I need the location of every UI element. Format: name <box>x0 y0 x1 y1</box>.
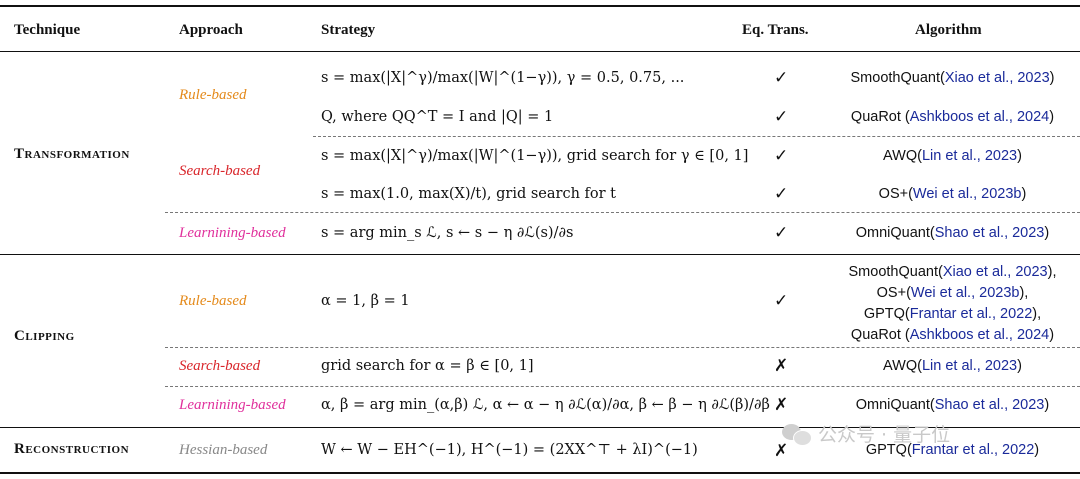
approach-search-based-clipping: Search-based <box>179 358 261 374</box>
top-rule <box>0 5 1080 7</box>
divider-trans-2 <box>165 212 1080 213</box>
eq-mark-row-4: ✓ <box>774 184 789 204</box>
technique-reconstruction: Reconstruction <box>14 441 130 457</box>
header-rule <box>0 51 1080 52</box>
approach-hessian-based: Hessian-based <box>179 442 268 458</box>
wechat-icon <box>782 422 812 446</box>
algorithm-row-8: OmniQuant(Shao et al., 2023) <box>855 397 1050 413</box>
algorithm-row-6-line-1: SmoothQuant(Xiao et al., 2023), <box>848 264 1057 280</box>
eq-mark-row-5: ✓ <box>774 223 789 243</box>
algorithm-row-6: SmoothQuant(Xiao et al., 2023), OS+(Wei … <box>825 262 1080 346</box>
eq-mark-row-7: ✗ <box>774 356 789 376</box>
eq-mark-row-1: ✓ <box>774 68 789 88</box>
eq-mark-row-2: ✓ <box>774 107 789 127</box>
eq-mark-row-6: ✓ <box>774 291 789 311</box>
strategy-row-4: s = max(1.0, max(X)/t), grid search for … <box>321 186 616 202</box>
eq-mark-row-9: ✗ <box>774 441 789 461</box>
algorithm-row-6-line-4: QuaRot (Ashkboos et al., 2024) <box>850 327 1055 343</box>
eq-mark-row-8: ✗ <box>774 395 789 415</box>
approach-learning-based-clipping: Learnining-based <box>179 397 286 413</box>
technique-transformation: Transformation <box>14 146 130 162</box>
strategy-row-5: s = arg min_s ℒ, s ← s − η ∂ℒ(s)/∂s <box>321 225 574 241</box>
eq-mark-row-3: ✓ <box>774 146 789 166</box>
algorithm-row-3: AWQ(Lin et al., 2023) <box>883 148 1022 164</box>
approach-rule-based-clipping: Rule-based <box>179 293 247 309</box>
approach-search-based: Search-based <box>179 163 261 179</box>
bottom-rule <box>0 472 1080 474</box>
algorithm-row-4: OS+(Wei et al., 2023b) <box>878 186 1027 202</box>
strategy-row-1: s = max(|X|^γ)/max(|W|^(1−γ)), γ = 0.5, … <box>321 70 685 86</box>
watermark-text: 公众号 · 量子位 <box>818 424 951 446</box>
strategy-row-7: grid search for α = β ∈ [0, 1] <box>321 358 534 374</box>
strategy-row-2: Q, where QQ^T = I and |Q| = 1 <box>321 109 554 125</box>
algorithm-row-5: OmniQuant(Shao et al., 2023) <box>855 225 1050 241</box>
divider-clip-1 <box>165 347 1080 348</box>
header-eq-trans: Eq. Trans. <box>742 22 809 38</box>
algorithm-row-9: GPTQ(Frantar et al., 2022) <box>865 442 1040 458</box>
approach-rule-based: Rule-based <box>179 87 247 103</box>
divider-trans-1 <box>313 136 1080 137</box>
algorithm-row-6-line-2: OS+(Wei et al., 2023b), <box>876 285 1029 301</box>
algorithm-row-7: AWQ(Lin et al., 2023) <box>883 358 1022 374</box>
strategy-row-6: α = 1, β = 1 <box>321 293 410 309</box>
divider-clip-2 <box>165 386 1080 387</box>
algorithm-row-1: SmoothQuant(Xiao et al., 2023) <box>850 70 1055 86</box>
strategy-row-9: W ← W − EH^(−1), H^(−1) = (2XX^⊤ + λI)^(… <box>321 442 698 458</box>
technique-clipping: Clipping <box>14 328 75 344</box>
algorithm-row-6-line-3: GPTQ(Frantar et al., 2022), <box>863 306 1042 322</box>
section-rule-2 <box>0 427 1080 428</box>
strategy-row-8: α, β = arg min_(α,β) ℒ, α ← α − η ∂ℒ(α)/… <box>321 397 770 413</box>
header-approach: Approach <box>179 22 243 38</box>
section-rule-1 <box>0 254 1080 255</box>
strategy-row-3: s = max(|X|^γ)/max(|W|^(1−γ)), grid sear… <box>321 148 749 164</box>
watermark: 公众号 · 量子位 <box>782 420 950 447</box>
header-strategy: Strategy <box>321 22 376 38</box>
approach-learning-based: Learnining-based <box>179 225 286 241</box>
algorithm-row-2: QuaRot (Ashkboos et al., 2024) <box>850 109 1055 125</box>
header-technique: Technique <box>14 22 81 38</box>
header-algorithm: Algorithm <box>915 22 982 38</box>
